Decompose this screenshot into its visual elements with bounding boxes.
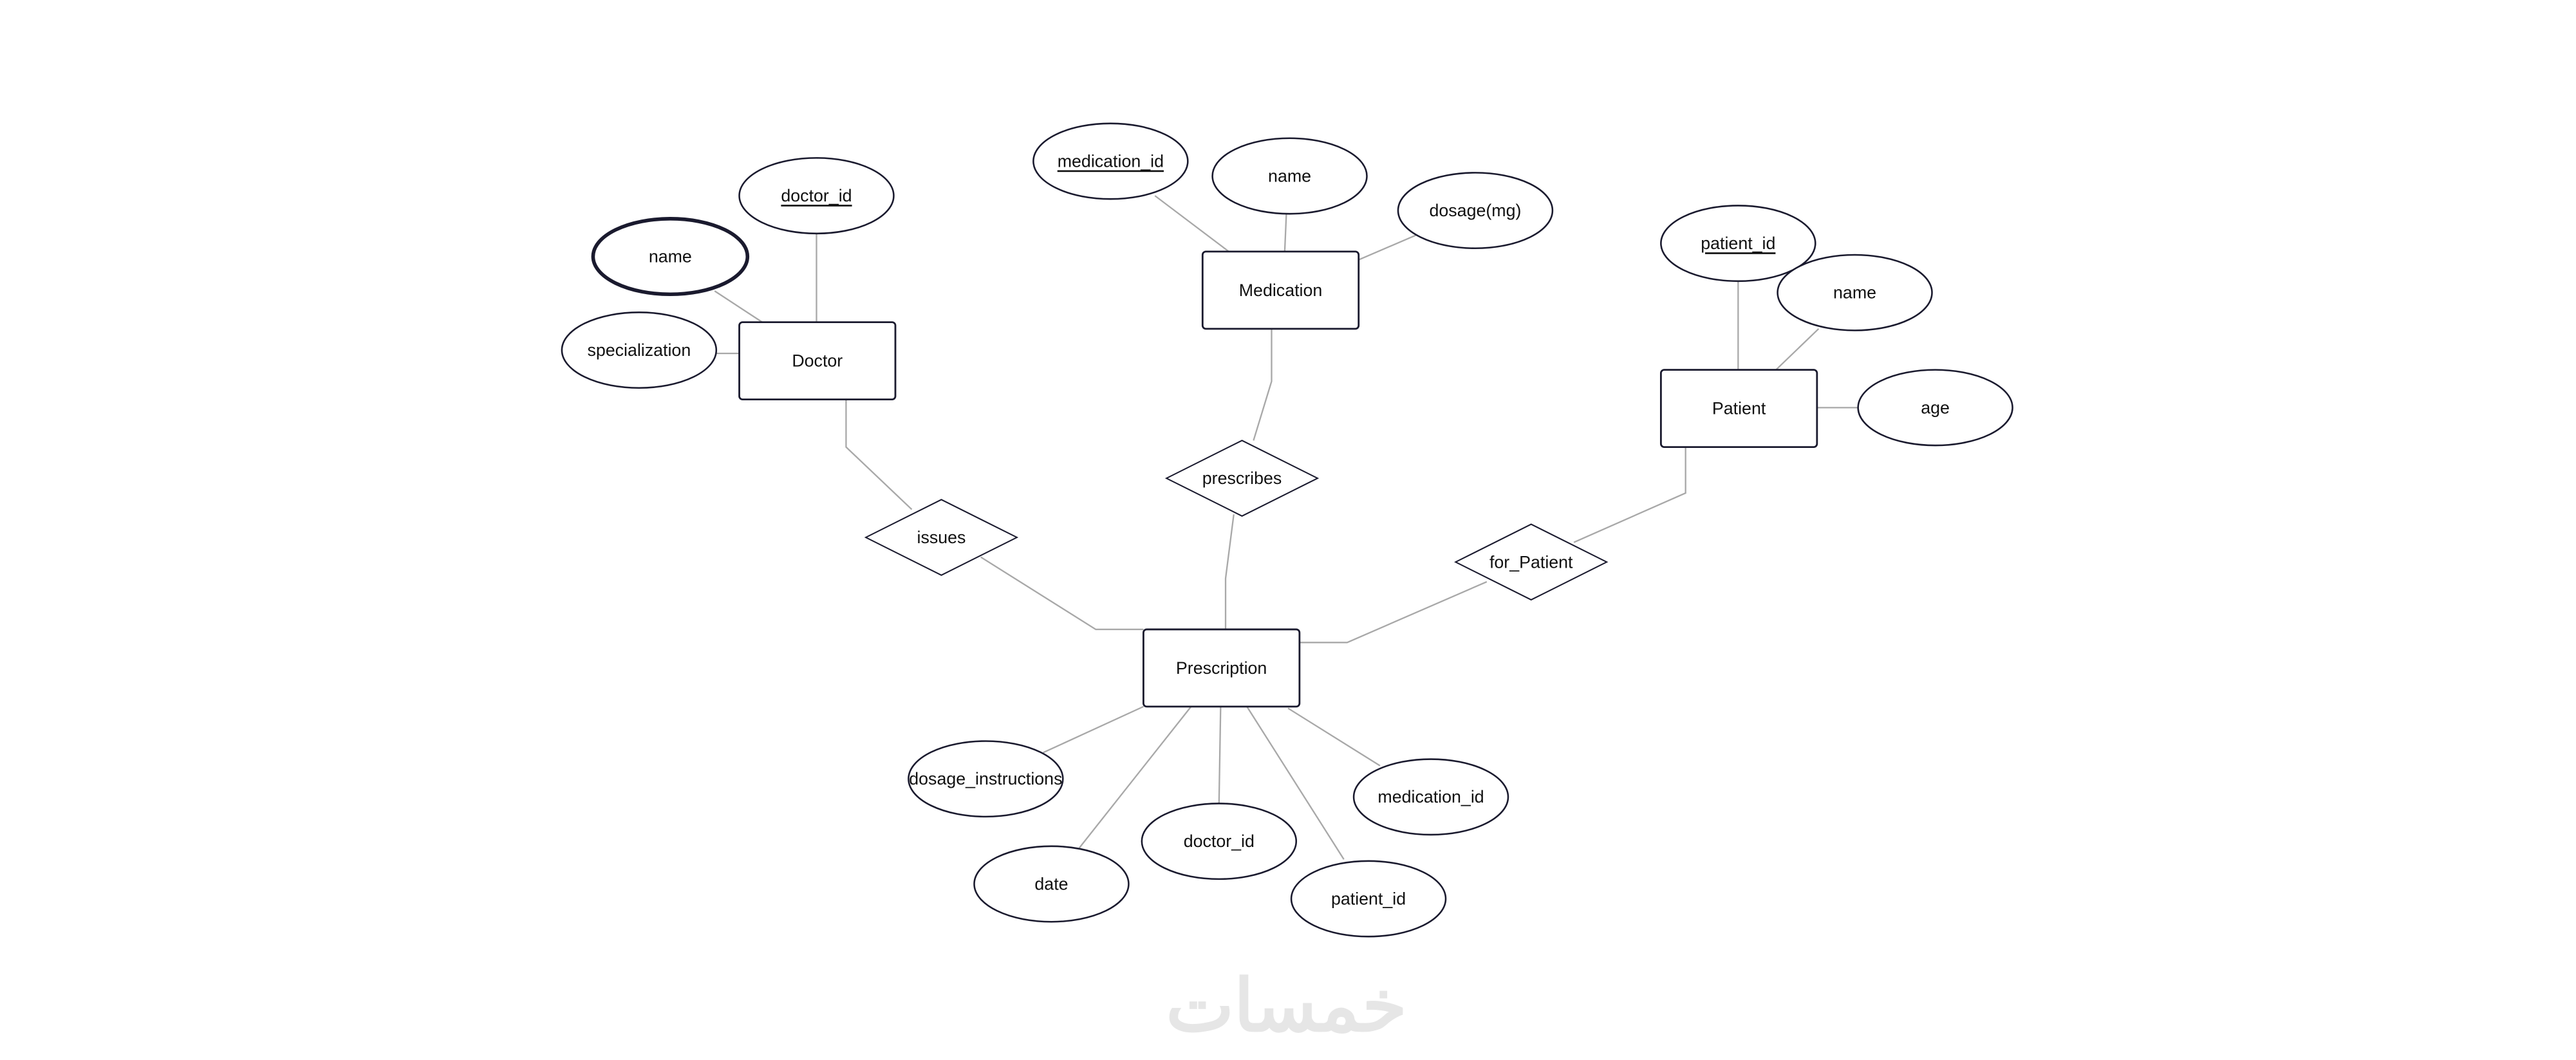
entity-doctor[interactable]: Doctor [738,321,897,400]
attribute-label: dosage_instructions [909,769,1062,788]
connector-line [1078,706,1192,849]
connector-line [1358,234,1417,261]
connector-line [1299,581,1488,644]
entity-prescription[interactable]: Prescription [1142,628,1301,708]
entity-patient[interactable]: Patient [1659,369,1818,449]
attribute-specialization[interactable]: specialization [561,311,718,389]
connector-line [1287,707,1381,767]
entity-label: Prescription [1176,658,1267,678]
attribute-medication-id[interactable]: medication_id [1032,122,1189,200]
attribute-label: doctor_id [781,186,852,205]
attribute-label: doctor_id [1184,832,1255,851]
entity-label: Patient [1712,399,1766,418]
attribute-presc-doctor-id[interactable]: doctor_id [1141,803,1298,880]
attribute-label: name [1268,166,1311,185]
connector-line [1283,214,1287,252]
attribute-age[interactable]: age [1857,369,2013,447]
relationship-label: prescribes [1202,469,1282,488]
attribute-label: age [1921,398,1950,417]
relationship-prescribes[interactable]: prescribes [1164,440,1320,517]
attribute-label: name [649,247,692,266]
entity-label: Medication [1239,281,1323,300]
attribute-presc-medication-id[interactable]: medication_id [1352,758,1509,836]
relationship-label: issues [917,528,966,547]
relationship-issues[interactable]: issues [864,499,1019,576]
watermark-text: خمسات [1166,965,1406,1046]
connector-line [1224,514,1235,629]
connector-line [980,556,1144,631]
attribute-presc-patient-id[interactable]: patient_id [1290,860,1447,938]
attribute-label: medication_id [1058,152,1164,171]
relationship-for_patient[interactable]: for_Patient [1454,523,1609,601]
attribute-label: patient_id [1701,234,1775,253]
connector-line [1253,328,1273,441]
attribute-doctor-name[interactable]: name [591,217,750,297]
attribute-label: name [1833,283,1876,302]
entity-medication[interactable]: Medication [1201,250,1360,330]
attribute-patient-name[interactable]: name [1777,254,1933,331]
connector-line [714,290,763,323]
watermark-logo: خمسات [1166,965,1406,1046]
connector-line [1775,328,1820,371]
entity-label: Doctor [792,351,843,371]
attribute-dosage-instructions[interactable]: dosage_instructions [908,740,1064,818]
relationship-label: for_Patient [1489,552,1573,572]
attribute-dosage-mg[interactable]: dosage(mg) [1397,172,1554,250]
connector-line [1246,706,1345,860]
attribute-doctor-id[interactable]: doctor_id [738,157,895,235]
attribute-label: dosage(mg) [1430,201,1522,220]
attribute-medication-name[interactable]: name [1211,137,1368,215]
connector-line [1573,447,1686,543]
attribute-label: specialization [587,340,691,360]
attribute-date[interactable]: date [973,845,1130,923]
connector-line [1154,195,1229,252]
connector-line [1218,706,1222,804]
connector-line [845,399,913,510]
attribute-label: medication_id [1377,787,1484,806]
attribute-label: date [1034,875,1068,894]
attribute-patient-id[interactable]: patient_id [1660,205,1816,283]
connector-line [1043,705,1144,754]
attribute-label: patient_id [1331,889,1406,908]
